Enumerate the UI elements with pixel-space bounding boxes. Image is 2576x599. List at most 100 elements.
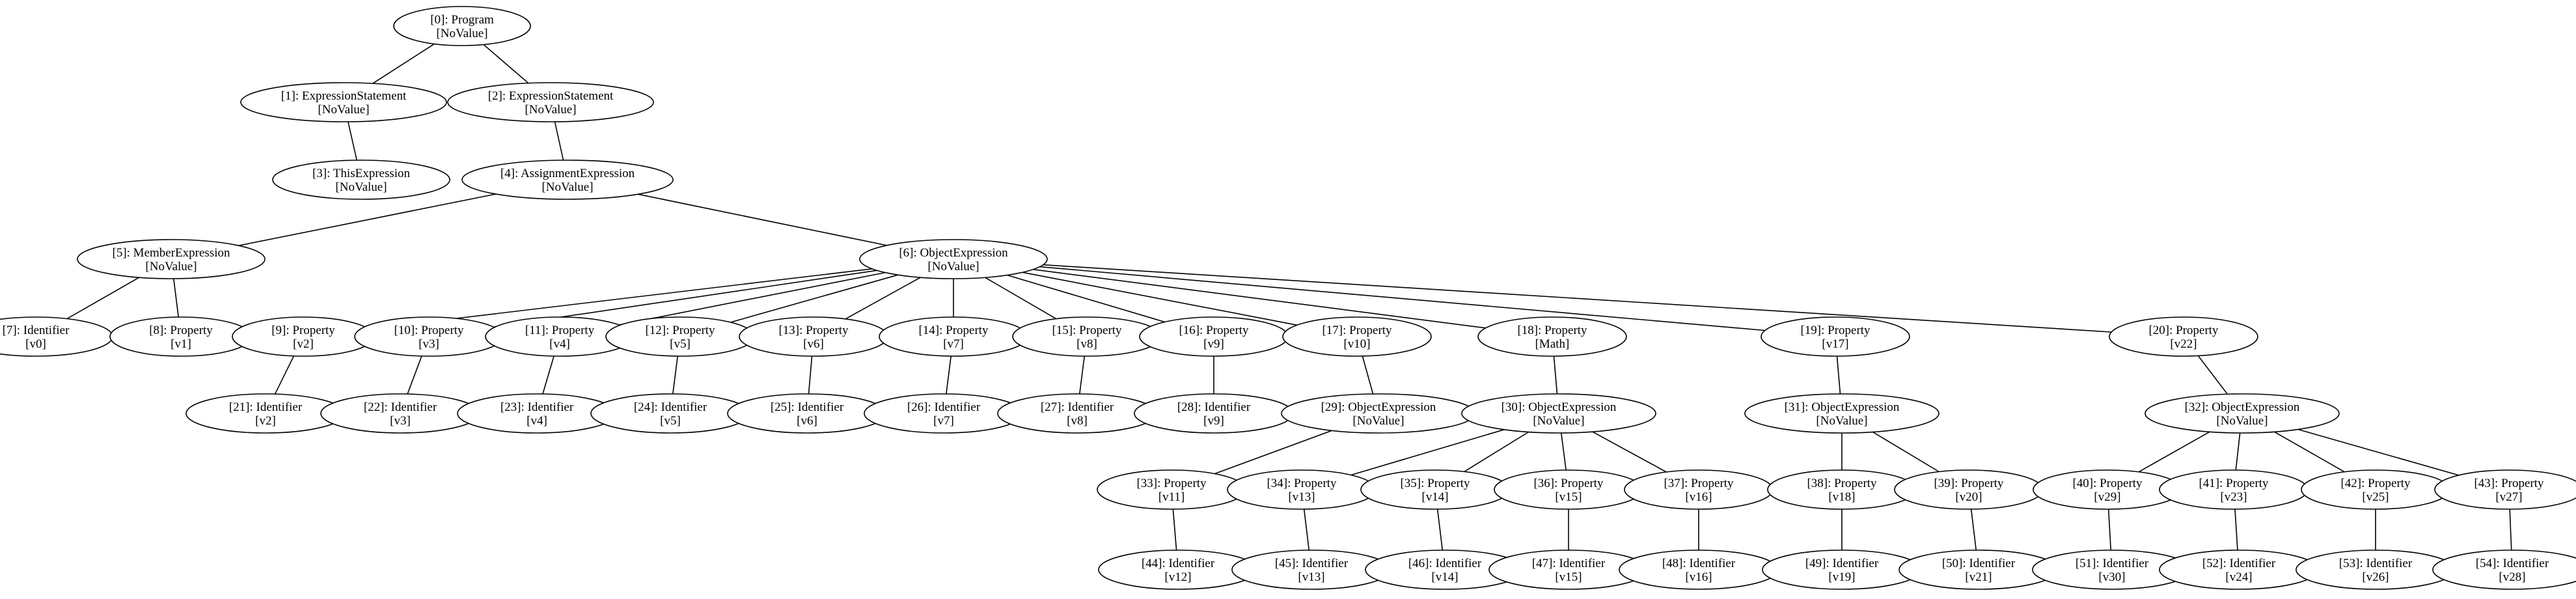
node-label: [34]: Property (1267, 477, 1337, 490)
node-label: [3]: ThisExpression (312, 167, 411, 180)
node-label: [15]: Property (1052, 324, 1122, 337)
node-label: [30]: ObjectExpression (1501, 400, 1617, 414)
edge-35-46 (1436, 508, 1444, 551)
node-label: [54]: Identifier (2476, 557, 2549, 570)
node-47: [47]: Identifier[v15] (1488, 550, 1649, 590)
node-value: [v15] (1555, 570, 1582, 584)
node-label: [40]: Property (2072, 477, 2143, 490)
node-value: [v4] (527, 414, 547, 428)
node-34: [34]: Property[v13] (1227, 469, 1377, 510)
node-22: [22]: Identifier[v3] (320, 393, 480, 434)
node-value: [v3] (390, 414, 411, 428)
node-value: [v16] (1685, 490, 1712, 504)
edge-6-17 (1022, 272, 1298, 326)
edge-6-11 (619, 272, 886, 326)
edge-43-54 (2509, 508, 2512, 551)
node-33: [33]: Property[v11] (1097, 469, 1246, 510)
edge-41-52 (2234, 508, 2238, 551)
node-label: [45]: Identifier (1275, 557, 1349, 570)
node-label: [32]: ObjectExpression (2185, 400, 2300, 414)
node-value: [v11] (1158, 490, 1185, 504)
node-ellipse (2432, 550, 2576, 590)
node-13: [13]: Property[v6] (739, 316, 888, 357)
edge-1-3 (348, 121, 357, 161)
node-37: [37]: Property[v16] (1624, 469, 1774, 510)
node-label: [9]: Property (271, 324, 335, 337)
edge-32-41 (2235, 432, 2241, 471)
node-label: [49]: Identifier (1805, 557, 1879, 570)
node-ellipse (2109, 316, 2258, 357)
edge-10-22 (407, 355, 422, 395)
edge-32-43 (2297, 428, 2459, 476)
node-label: [53]: Identifier (2339, 557, 2413, 570)
node-43: [43]: Property[v27] (2434, 469, 2576, 510)
node-39: [39]: Property[v20] (1894, 469, 2044, 510)
node-value: [v9] (1203, 414, 1224, 428)
edge-15-27 (1079, 355, 1085, 395)
node-44: [44]: Identifier[v12] (1098, 550, 1258, 590)
node-ellipse (1282, 316, 1432, 357)
node-value: [v21] (1965, 570, 1992, 584)
node-label: [38]: Property (1807, 477, 1877, 490)
node-29: [29]: ObjectExpression[NoValue] (1281, 393, 1476, 434)
node-ellipse (1477, 316, 1627, 357)
node-label: [1]: ExpressionStatement (281, 89, 407, 103)
node-ellipse (240, 82, 447, 122)
node-value: [v6] (797, 414, 817, 428)
edge-4-5 (238, 193, 497, 246)
node-32: [32]: ObjectExpression[NoValue] (2144, 393, 2340, 434)
edge-6-12 (730, 274, 898, 323)
node-value: [NoValue] (541, 180, 593, 194)
edge-34-45 (1303, 508, 1310, 551)
edge-6-18 (1033, 269, 1486, 329)
node-value: [v2] (255, 414, 276, 428)
node-24: [24]: Identifier[v5] (590, 393, 750, 434)
node-4: [4]: AssignmentExpression[NoValue] (461, 160, 674, 200)
node-value: [v2] (293, 337, 314, 351)
node-label: [7]: Identifier (3, 324, 70, 337)
edge-5-7 (66, 277, 140, 320)
edge-11-23 (542, 355, 555, 395)
node-value: [NoValue] (1352, 414, 1404, 428)
edge-17-29 (1362, 355, 1374, 395)
edge-6-16 (1007, 274, 1165, 323)
node-label: [43]: Property (2474, 477, 2544, 490)
node-6: [6]: ObjectExpression[NoValue] (859, 239, 1048, 279)
node-value: [NoValue] (145, 260, 197, 273)
node-value: [v3] (418, 337, 439, 351)
edge-32-42 (2274, 431, 2345, 473)
edge-13-25 (808, 355, 813, 395)
node-1: [1]: ExpressionStatement[NoValue] (240, 82, 447, 122)
node-16: [16]: Property[v9] (1139, 316, 1289, 357)
node-ellipse (1461, 393, 1656, 434)
node-21: [21]: Identifier[v2] (185, 393, 346, 434)
node-label: [20]: Property (2148, 324, 2219, 337)
node-label: [4]: AssignmentExpression (500, 167, 635, 180)
node-label: [33]: Property (1136, 477, 1207, 490)
node-label: [18]: Property (1517, 324, 1587, 337)
node-label: [41]: Property (2199, 477, 2269, 490)
node-label: [22]: Identifier (364, 400, 437, 414)
node-value: [NoValue] (318, 103, 369, 117)
node-value: [NoValue] (2216, 414, 2268, 428)
node-label: [13]: Property (778, 324, 849, 337)
node-ellipse (77, 239, 266, 279)
node-3: [3]: ThisExpression[NoValue] (272, 160, 450, 200)
node-label: [5]: MemberExpression (113, 246, 230, 260)
node-label: [17]: Property (1322, 324, 1392, 337)
node-50: [50]: Identifier[v21] (1898, 550, 2059, 590)
node-label: [28]: Identifier (1177, 400, 1251, 414)
node-28: [28]: Identifier[v9] (1134, 393, 1294, 434)
node-value: [v10] (1343, 337, 1370, 351)
node-label: [36]: Property (1533, 477, 1604, 490)
node-ellipse (1761, 316, 1910, 357)
node-label: [16]: Property (1179, 324, 1249, 337)
node-value: [v27] (2495, 490, 2522, 504)
node-30: [30]: ObjectExpression[NoValue] (1461, 393, 1656, 434)
node-label: [37]: Property (1664, 477, 1734, 490)
node-value: [v7] (933, 414, 954, 428)
edge-6-13 (845, 277, 921, 320)
node-label: [19]: Property (1800, 324, 1870, 337)
node-value: [v26] (2362, 570, 2389, 584)
